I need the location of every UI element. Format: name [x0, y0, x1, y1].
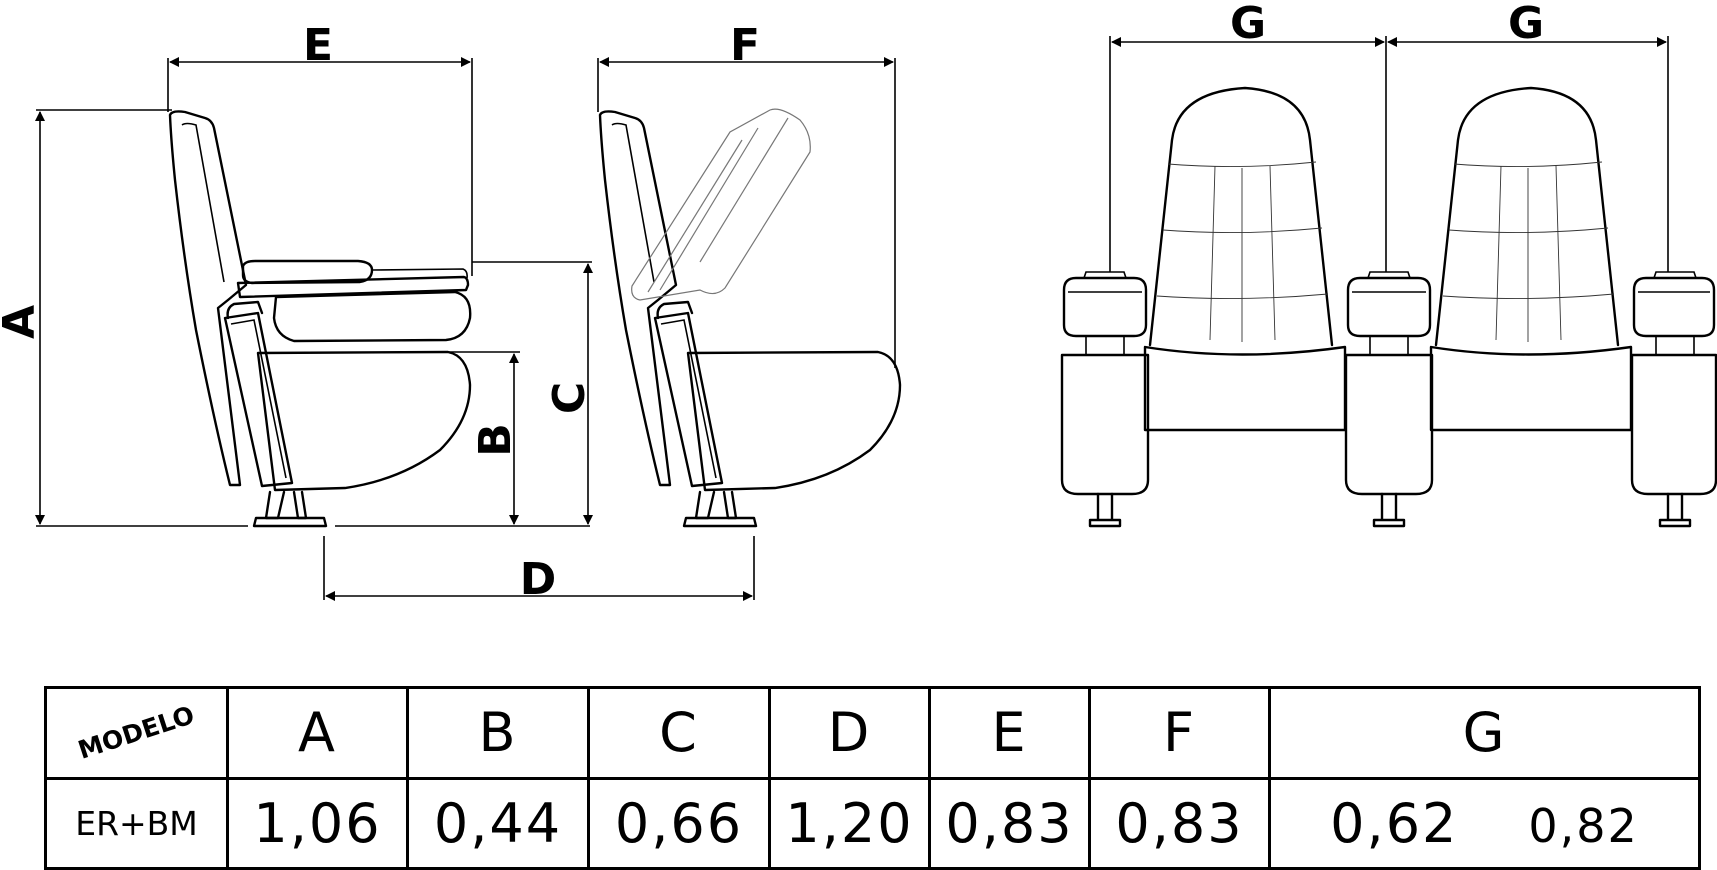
model-header-text: MODELO — [74, 700, 199, 766]
table-row: ER+BM 1,06 0,44 0,66 1,20 0,83 0,83 0,62… — [44, 776, 1701, 870]
dimension-lines — [35, 36, 1669, 601]
dim-label-d: D — [520, 554, 557, 605]
header-cell-f: F — [1088, 686, 1271, 780]
header-cell-d: D — [768, 686, 931, 780]
side-view-seat-folded — [598, 108, 902, 528]
model-value-cell: ER+BM — [44, 776, 229, 870]
value-cell-f: 0,83 — [1088, 776, 1271, 870]
header-cell-b: B — [406, 686, 590, 780]
value-cell-d: 1,20 — [768, 776, 931, 870]
value-cell-b: 0,44 — [406, 776, 590, 870]
table-header-row: MODELO A B C D E F G — [44, 686, 1701, 780]
front-view-double-seat — [1060, 86, 1717, 528]
side-view-seat-down — [168, 110, 472, 528]
dim-label-g-left: G — [1230, 0, 1266, 49]
value-cell-a: 1,06 — [226, 776, 409, 870]
header-cell-e: E — [928, 686, 1091, 780]
dim-label-b: B — [470, 423, 521, 457]
dim-label-g-right: G — [1508, 0, 1544, 49]
value-cell-g: 0,62 0,82 — [1268, 776, 1701, 870]
header-cell-g: G — [1268, 686, 1701, 780]
dim-label-e: E — [303, 20, 333, 71]
dim-label-a: A — [0, 305, 45, 339]
value-cell-c: 0,66 — [587, 776, 771, 870]
header-cell-c: C — [587, 686, 771, 780]
value-cell-e: 0,83 — [928, 776, 1091, 870]
seat-dimension-drawing: E F G G D A B C — [0, 0, 1717, 605]
value-g-second: 0,82 — [1528, 798, 1639, 853]
dim-label-c: C — [544, 382, 595, 414]
dim-label-f: F — [730, 20, 760, 71]
value-g-first: 0,62 — [1330, 791, 1459, 855]
dimensions-table: MODELO A B C D E F G ER+BM 1,06 0,44 0,6… — [44, 686, 1701, 870]
model-header-cell: MODELO — [44, 686, 229, 780]
header-cell-a: A — [226, 686, 409, 780]
